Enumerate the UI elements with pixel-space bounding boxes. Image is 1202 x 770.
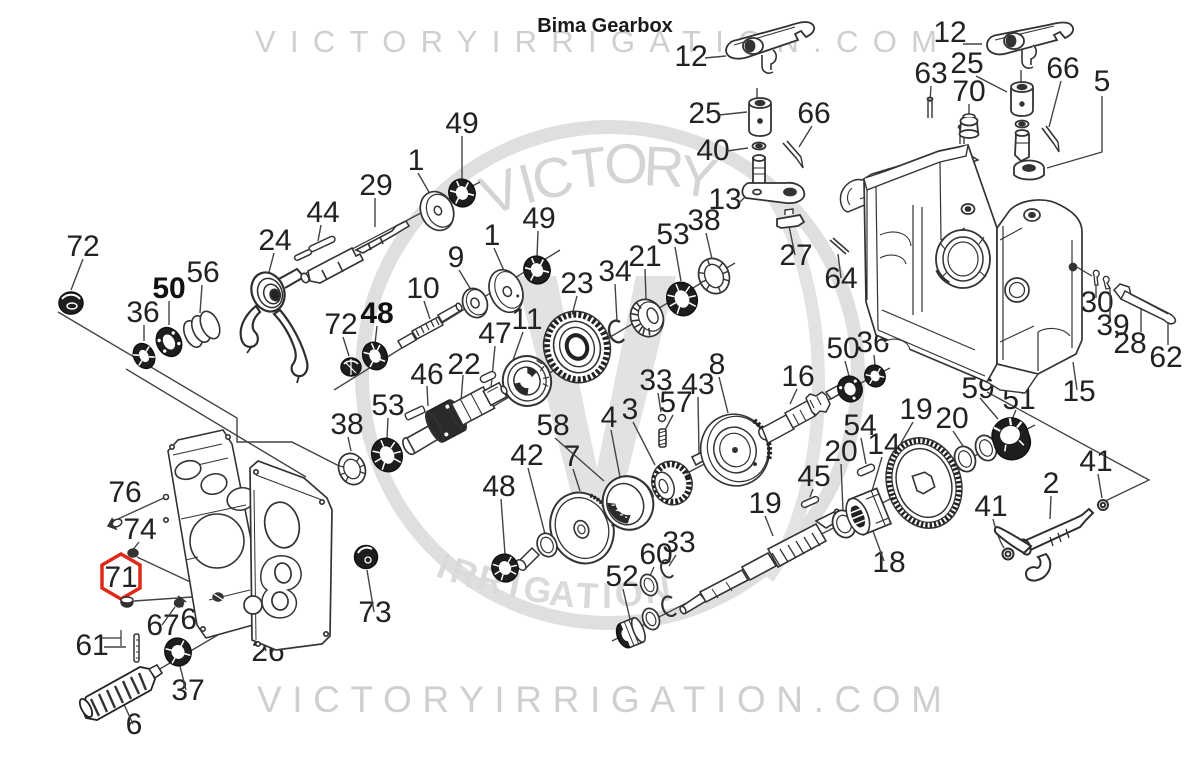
svg-text:24: 24 [258, 224, 291, 257]
svg-text:46: 46 [410, 358, 443, 391]
svg-text:72: 72 [324, 308, 357, 341]
svg-text:T: T [575, 574, 599, 616]
svg-text:O: O [613, 572, 644, 615]
svg-text:62: 62 [1149, 341, 1182, 374]
svg-text:Bima Gearbox: Bima Gearbox [537, 15, 673, 37]
svg-text:72: 72 [66, 230, 99, 263]
svg-text:2: 2 [1043, 467, 1060, 500]
svg-text:22: 22 [447, 348, 480, 381]
svg-text:41: 41 [1079, 445, 1112, 478]
svg-text:38: 38 [330, 408, 363, 441]
svg-text:7: 7 [564, 440, 581, 473]
svg-text:R: R [642, 134, 686, 199]
svg-text:29: 29 [359, 169, 392, 202]
svg-text:76: 76 [108, 476, 141, 509]
svg-text:16: 16 [781, 360, 814, 393]
svg-text:4: 4 [601, 401, 618, 434]
svg-text:G: G [521, 567, 555, 612]
svg-text:8: 8 [709, 348, 726, 381]
svg-text:70: 70 [952, 75, 985, 108]
svg-text:12: 12 [933, 16, 966, 49]
svg-text:19: 19 [748, 487, 781, 520]
svg-text:48: 48 [482, 470, 515, 503]
svg-text:61: 61 [75, 629, 108, 662]
svg-text:20: 20 [824, 435, 857, 468]
svg-text:O: O [603, 131, 649, 195]
svg-text:30: 30 [1080, 286, 1113, 319]
svg-text:10: 10 [406, 272, 439, 305]
svg-text:44: 44 [306, 196, 339, 229]
svg-text:VICTORYIRRIGATION.COM: VICTORYIRRIGATION.COM [257, 679, 952, 720]
svg-text:33: 33 [662, 526, 695, 559]
svg-text:A: A [547, 572, 577, 615]
svg-text:41: 41 [974, 490, 1007, 523]
svg-text:45: 45 [797, 460, 830, 493]
svg-text:23: 23 [560, 267, 593, 300]
svg-text:52: 52 [605, 560, 638, 593]
svg-text:39: 39 [1096, 309, 1129, 342]
svg-text:67: 67 [146, 609, 179, 642]
svg-text:T: T [569, 134, 611, 201]
svg-text:66: 66 [1046, 52, 1079, 85]
svg-text:12: 12 [674, 40, 707, 73]
svg-text:5: 5 [1094, 65, 1111, 98]
svg-text:36: 36 [126, 296, 159, 329]
svg-text:27: 27 [779, 239, 812, 272]
svg-text:19: 19 [899, 393, 932, 426]
svg-text:53: 53 [656, 218, 689, 251]
svg-text:18: 18 [872, 546, 905, 579]
svg-text:56: 56 [186, 256, 219, 289]
svg-text:57: 57 [659, 386, 692, 419]
svg-text:50: 50 [152, 272, 185, 305]
svg-text:25: 25 [688, 97, 721, 130]
svg-text:28: 28 [1113, 327, 1146, 360]
svg-text:34: 34 [598, 255, 631, 288]
svg-text:VICTORYIRRIGATION.COM: VICTORYIRRIGATION.COM [255, 24, 950, 59]
svg-text:53: 53 [371, 389, 404, 422]
svg-text:9: 9 [448, 241, 465, 274]
svg-text:63: 63 [914, 57, 947, 90]
svg-text:74: 74 [123, 513, 156, 546]
svg-text:37: 37 [171, 674, 204, 707]
svg-text:3: 3 [622, 393, 639, 426]
svg-text:20: 20 [935, 402, 968, 435]
svg-text:71: 71 [104, 561, 137, 594]
svg-text:49: 49 [522, 202, 555, 235]
svg-text:48: 48 [360, 297, 393, 330]
svg-text:73: 73 [358, 596, 391, 629]
svg-text:I: I [602, 575, 612, 616]
svg-text:54: 54 [843, 409, 876, 442]
svg-text:15: 15 [1062, 375, 1095, 408]
svg-text:13: 13 [708, 183, 741, 216]
svg-text:21: 21 [628, 240, 661, 273]
svg-text:47: 47 [478, 317, 511, 350]
svg-text:64: 64 [824, 262, 857, 295]
svg-text:43: 43 [681, 368, 714, 401]
svg-text:42: 42 [510, 439, 543, 472]
svg-text:38: 38 [687, 204, 720, 237]
svg-text:49: 49 [445, 107, 478, 140]
svg-text:58: 58 [536, 409, 569, 442]
svg-text:40: 40 [696, 134, 729, 167]
svg-text:50: 50 [826, 332, 859, 365]
svg-text:25: 25 [950, 47, 983, 80]
svg-text:1: 1 [484, 219, 501, 252]
svg-text:33: 33 [639, 364, 672, 397]
svg-text:1: 1 [408, 144, 425, 177]
svg-text:60: 60 [639, 538, 672, 571]
svg-text:66: 66 [797, 97, 830, 130]
